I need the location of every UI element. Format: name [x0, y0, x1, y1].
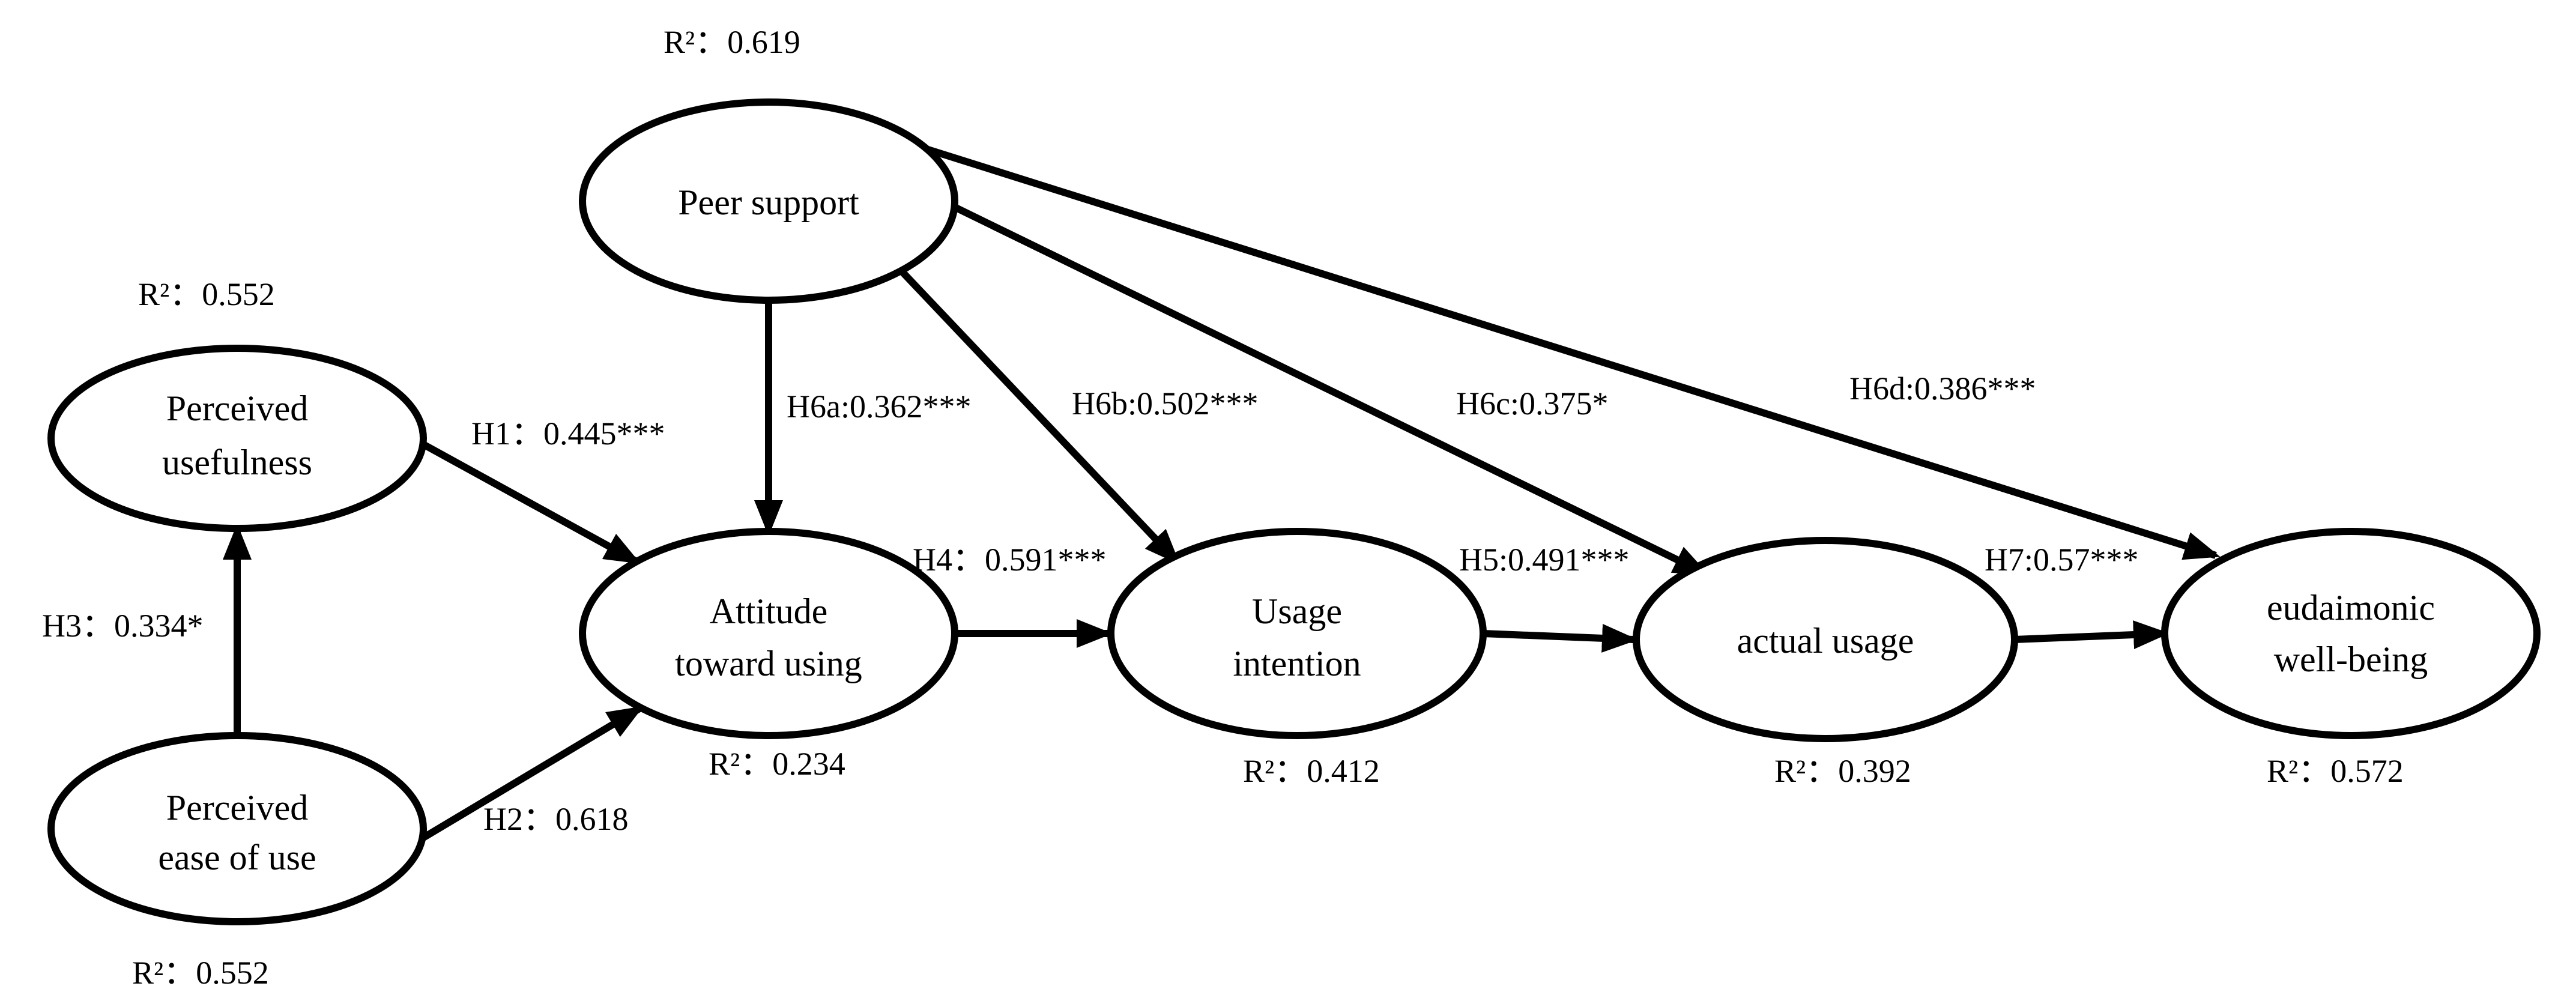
- r2-annotations: R²：0.619 R²：0.552 R²：0.552 R²：0.234 R²：0…: [132, 24, 2404, 991]
- path-label-h1: H1：0.445***: [471, 416, 665, 452]
- path-arrow-h1: [422, 441, 641, 565]
- node-label-usage-intention-line2: intention: [1233, 644, 1361, 683]
- path-label-h4: H4：0.591***: [913, 542, 1107, 578]
- node-attitude-toward-using: Attitude toward using: [579, 528, 958, 739]
- path-label-h6d: H6d:0.386***: [1849, 370, 2036, 407]
- node-label-perceived-usefulness-line1: Perceived: [166, 389, 309, 428]
- path-arrow-h6b: [898, 267, 1181, 565]
- node-usage-intention: Usage intention: [1107, 528, 1487, 739]
- path-labels: H1：0.445*** H2：0.618 H3：0.334* H4：0.591*…: [42, 370, 2139, 837]
- r2-actual-usage: R²：0.392: [1774, 753, 1911, 789]
- path-arrow-h6c: [953, 204, 1710, 577]
- r2-eudaimonic-well-being: R²：0.572: [2267, 753, 2404, 789]
- node-label-actual-usage: actual usage: [1737, 621, 1914, 661]
- node-label-peer-support: Peer support: [678, 183, 859, 222]
- node-label-eudaimonic-line1: eudaimonic: [2267, 588, 2435, 628]
- path-label-h6b: H6b:0.502***: [1072, 386, 1259, 422]
- path-label-h7: H7:0.57***: [1985, 542, 2139, 578]
- node-label-attitude-line1: Attitude: [710, 591, 828, 631]
- path-arrow-h5: [1483, 623, 1638, 653]
- path-label-h2: H2：0.618: [483, 801, 629, 837]
- edges: [223, 116, 2221, 841]
- path-label-h6a: H6a:0.362***: [787, 389, 971, 425]
- r2-usage-intention: R²：0.412: [1243, 753, 1380, 789]
- node-actual-usage: actual usage: [1633, 537, 2018, 742]
- path-label-h5: H5:0.491***: [1459, 542, 1630, 578]
- node-peer-support: Peer support: [579, 98, 958, 304]
- node-label-perceived-usefulness-line2: usefulness: [162, 443, 312, 482]
- path-arrow-h2: [421, 705, 644, 841]
- node-perceived-usefulness: Perceived usefulness: [47, 345, 427, 532]
- node-label-usage-intention-line1: Usage: [1252, 591, 1342, 631]
- path-arrow-h7: [2014, 620, 2169, 650]
- r2-attitude-toward-using: R²：0.234: [709, 746, 845, 782]
- node-label-eudaimonic-line2: well-being: [2274, 640, 2428, 679]
- node-label-perceived-ease-of-use-line1: Perceived: [166, 788, 309, 827]
- r2-perceived-ease-of-use: R²：0.552: [132, 955, 269, 991]
- path-label-h6c: H6c:0.375*: [1456, 386, 1608, 422]
- node-eudaimonic-well-being: eudaimonic well-being: [2161, 528, 2541, 739]
- path-label-h3: H3：0.334*: [42, 608, 204, 644]
- r2-peer-support: R²：0.619: [664, 24, 800, 60]
- node-perceived-ease-of-use: Perceived ease of use: [47, 732, 427, 925]
- path-arrow-h6d: [833, 116, 2221, 560]
- node-label-attitude-line2: toward using: [675, 644, 862, 683]
- node-label-perceived-ease-of-use-line2: ease of use: [158, 838, 316, 877]
- r2-perceived-usefulness: R²：0.552: [138, 276, 275, 312]
